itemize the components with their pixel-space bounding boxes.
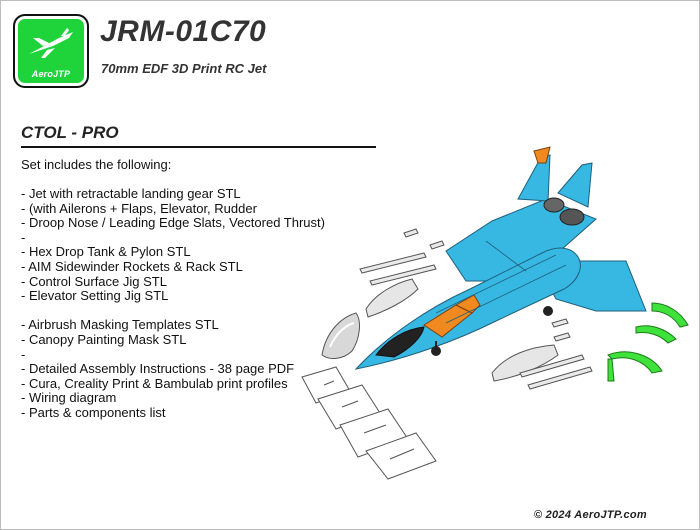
logo-text: AeroJTP [31,69,71,79]
list-item: - (with Ailerons + Flaps, Elevator, Rudd… [21,200,257,216]
list-item: - [21,346,26,362]
sidewinder-rockets-right [519,318,593,390]
list-item: - AIM Sidewinder Rockets & Rack STL [21,258,243,274]
drop-tank-right [491,344,559,382]
list-item: - Airbrush Masking Templates STL [21,317,219,333]
drop-tank-left [365,278,419,318]
canopy-part [321,312,360,359]
page-title: JRM-01C70 [100,15,267,48]
aerojtp-logo: AeroJTP [13,14,89,88]
list-item: - Elevator Setting Jig STL [21,288,169,304]
list-item: - Control Surface Jig STL [21,273,167,289]
set-intro: Set includes the following: [21,157,172,172]
masking-templates [301,366,437,480]
copyright-footer: © 2024 AeroJTP.com [533,509,647,521]
jet-logo-icon [29,28,73,58]
contents-list: - Jet with retractable landing gear STL … [21,186,325,421]
jet-parts-illustration [301,146,689,480]
list-item: - Jet with retractable landing gear STL [21,186,241,201]
control-surface-jigs [607,302,689,382]
section-divider [21,146,376,148]
section-title: CTOL - PRO [21,123,119,142]
list-item: - Droop Nose / Leading Edge Slats, Vecto… [21,215,325,231]
page-subtitle: 70mm EDF 3D Print RC Jet [101,61,267,76]
list-item: - Hex Drop Tank & Pylon STL [21,244,191,260]
list-item: - Canopy Painting Mask STL [21,331,187,347]
list-item: - Detailed Assembly Instructions - 38 pa… [21,361,295,377]
list-item: - Wiring diagram [21,390,117,406]
sidewinder-rockets-left [359,228,445,286]
list-item: - Cura, Creality Print & Bambulab print … [21,375,288,391]
list-item: - Parts & components list [21,404,166,420]
list-item: - [21,229,26,245]
jet-airframe [354,146,647,370]
list-spacer [21,304,325,319]
